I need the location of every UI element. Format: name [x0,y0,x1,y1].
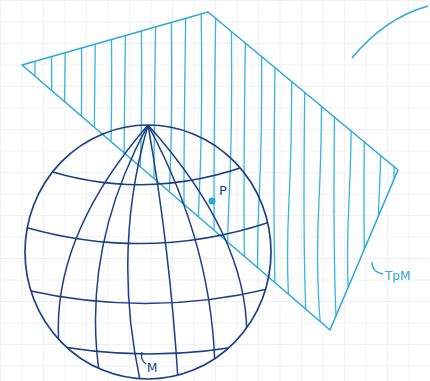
hatch-stroke [198,0,202,340]
manifold-sphere [25,125,271,379]
callout-curve [352,6,428,58]
hatch-stroke [228,0,232,340]
hatch-stroke [394,0,397,340]
hatch-stroke [304,0,307,340]
plane-hatching [34,0,397,340]
hatch-stroke [34,0,37,340]
sphere-grid [26,125,272,380]
hatch-stroke [78,0,82,340]
hatch-stroke [318,0,322,340]
tangent-plane [22,12,398,330]
hatch-stroke [258,0,262,340]
hatch-stroke [214,0,217,340]
hatch-stroke [64,0,67,340]
point-label: P [219,184,227,197]
hatch-stroke [48,0,52,340]
hatch-stroke [378,0,382,340]
point-dot [209,198,216,205]
leader-line [142,352,147,364]
hatch-stroke [334,0,337,340]
hatch-stroke [288,0,292,340]
hatch-stroke [364,0,367,340]
hatch-stroke [274,0,277,340]
hatch-stroke [244,0,247,340]
leader-line [372,262,383,274]
hatch-stroke [108,0,112,340]
hatch-stroke [138,0,142,340]
plane-label: TpM [385,270,410,282]
manifold-label: M [147,362,157,374]
